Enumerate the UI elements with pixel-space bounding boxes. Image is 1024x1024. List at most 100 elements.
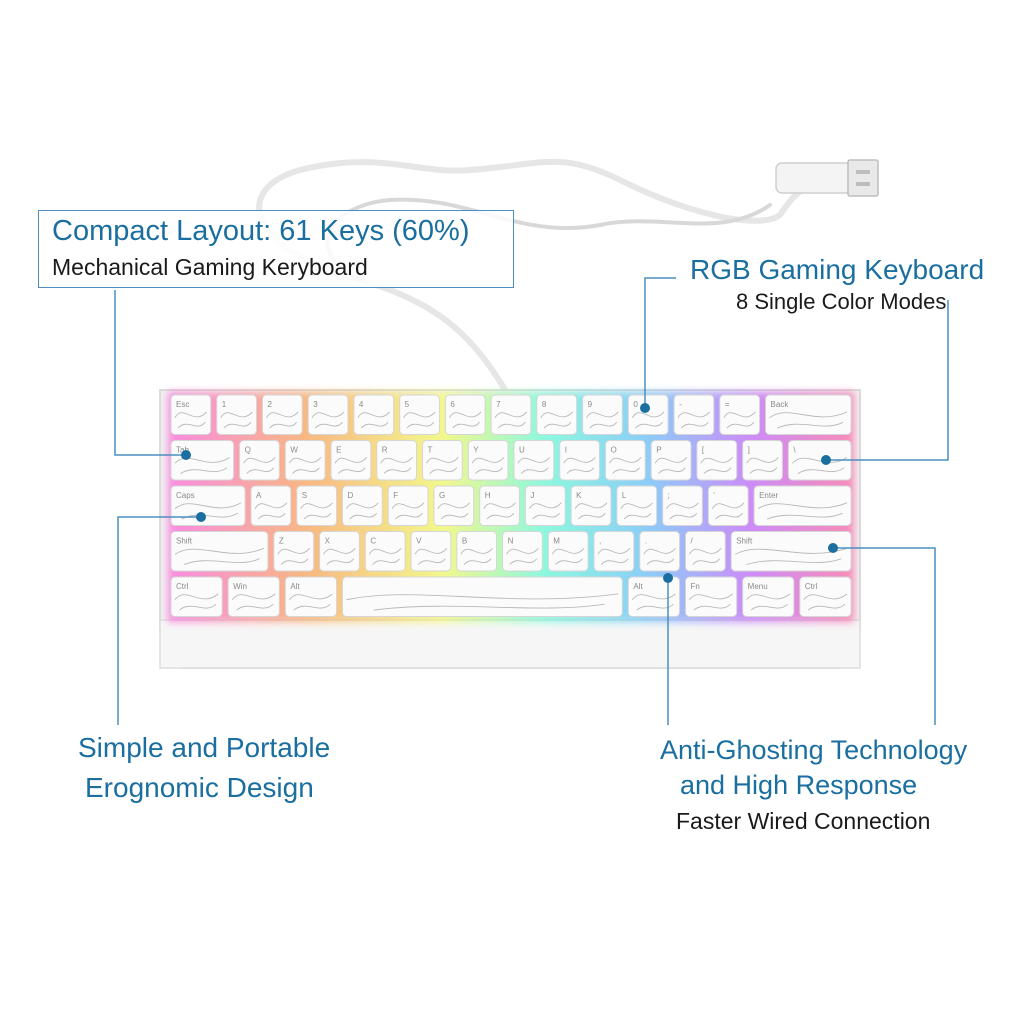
rgb-subtitle: 8 Single Color Modes xyxy=(736,289,947,314)
keycap: G xyxy=(433,485,475,526)
keycap-legend: 1 xyxy=(222,400,227,409)
keycap-legend: 0 xyxy=(633,400,638,409)
anti-ghosting-subtitle: Faster Wired Connection xyxy=(676,808,931,834)
keycap: U xyxy=(513,440,555,481)
keycap-legend: Fn xyxy=(691,582,700,591)
keycap: Z xyxy=(273,531,315,572)
keycap: Menu xyxy=(742,576,795,617)
keycap: 4 xyxy=(353,394,395,435)
keycap-legend: Win xyxy=(233,582,247,591)
usb-plug xyxy=(775,159,879,197)
keycap: Q xyxy=(239,440,280,481)
keycap: L xyxy=(616,485,658,526)
portable-title-line2: Erognomic Design xyxy=(85,772,314,803)
keycap-legend: G xyxy=(439,491,445,500)
keycap-legend: Ctrl xyxy=(805,582,818,591)
keycap-legend: 7 xyxy=(496,400,501,409)
keycap-legend: B xyxy=(462,537,467,546)
keycap: Fn xyxy=(685,576,738,617)
compact-layout-callout-box xyxy=(38,210,514,288)
keycap: Win xyxy=(227,576,280,617)
keycap: ; xyxy=(662,485,703,526)
keycap-legend: R xyxy=(382,446,388,455)
callout-lines xyxy=(114,277,949,725)
keycap: , xyxy=(593,531,635,572)
keycap-legend: = xyxy=(725,400,730,409)
keycap-legend: 4 xyxy=(359,400,364,409)
keycap: Esc xyxy=(170,394,212,435)
keycap: R xyxy=(376,440,418,481)
keycap-legend: Y xyxy=(473,446,479,455)
keycap: / xyxy=(685,531,726,572)
compact-layout-title: Compact Layout: 61 Keys (60%) xyxy=(52,215,470,247)
keycap: C xyxy=(364,531,406,572)
keycap: Alt xyxy=(284,576,338,617)
keycap: 2 xyxy=(261,394,303,435)
keycap-legend: J xyxy=(530,491,534,500)
keycap: N xyxy=(502,531,543,572)
keycap: D xyxy=(342,485,383,526)
keycap-legend: L xyxy=(622,491,627,500)
keycap-legend: - xyxy=(679,400,682,409)
keycap: [ xyxy=(696,440,738,481)
keycap-legend: N xyxy=(508,537,514,546)
keycap-legend: Shift xyxy=(736,537,753,546)
keycap: 7 xyxy=(490,394,532,435)
keycap-legend: M xyxy=(553,537,560,546)
keycap-legend: 6 xyxy=(450,400,455,409)
keycap: Back xyxy=(765,394,852,435)
keycap: B xyxy=(456,531,498,572)
keycap xyxy=(342,576,623,617)
keycap: - xyxy=(673,394,715,435)
keycap: . xyxy=(639,531,680,572)
keycap: ' xyxy=(707,485,749,526)
keycap-legend: Alt xyxy=(633,582,643,591)
rgb-title: RGB Gaming Keyboard xyxy=(690,254,985,285)
keycap-legend: ; xyxy=(668,491,670,500)
keycap-legend: V xyxy=(416,537,422,546)
keycap-legend: Z xyxy=(279,537,284,546)
keycap: I xyxy=(559,440,600,481)
keycap-legend: Caps xyxy=(176,491,195,500)
keycap: 0 xyxy=(627,394,669,435)
keycap: 1 xyxy=(216,394,257,435)
keycap-legend: Esc xyxy=(176,400,189,409)
keycap: Tab xyxy=(170,440,235,481)
keycap: Ctrl xyxy=(170,576,223,617)
keycap-legend: C xyxy=(370,537,376,546)
keycap-legend: Ctrl xyxy=(176,582,189,591)
callout-dots xyxy=(181,403,838,583)
keycap: 9 xyxy=(582,394,623,435)
keycap-legend: Tab xyxy=(176,446,189,455)
keycap-legend: 8 xyxy=(542,400,547,409)
keycap-legend: W xyxy=(290,446,298,455)
keycap-legend: F xyxy=(393,491,398,500)
keycap: J xyxy=(524,485,566,526)
keycap-legend: [ xyxy=(702,446,705,455)
keycap: 6 xyxy=(444,394,486,435)
keycap: 5 xyxy=(399,394,440,435)
keycap: Shift xyxy=(170,531,269,572)
keycap-legend: I xyxy=(565,446,567,455)
keycap-legend: \ xyxy=(793,446,796,455)
keycap: X xyxy=(319,531,360,572)
keycap: E xyxy=(330,440,372,481)
keycap-legend: S xyxy=(302,491,307,500)
keycap: A xyxy=(250,485,292,526)
keycap-legend: Alt xyxy=(290,582,300,591)
keycap: Caps xyxy=(170,485,246,526)
keycap: H xyxy=(479,485,520,526)
keycap: ] xyxy=(742,440,783,481)
keycap: 8 xyxy=(536,394,578,435)
portable-title-line1: Simple and Portable xyxy=(78,732,331,763)
keycap: P xyxy=(650,440,692,481)
keycap-legend: E xyxy=(336,446,341,455)
keycap: F xyxy=(387,485,429,526)
keycap-legend: Enter xyxy=(759,491,778,500)
keycap-legend: , xyxy=(599,537,601,546)
keycap-legend: 2 xyxy=(267,400,272,409)
keycap-legend: ' xyxy=(713,491,715,500)
keycap: 3 xyxy=(307,394,349,435)
